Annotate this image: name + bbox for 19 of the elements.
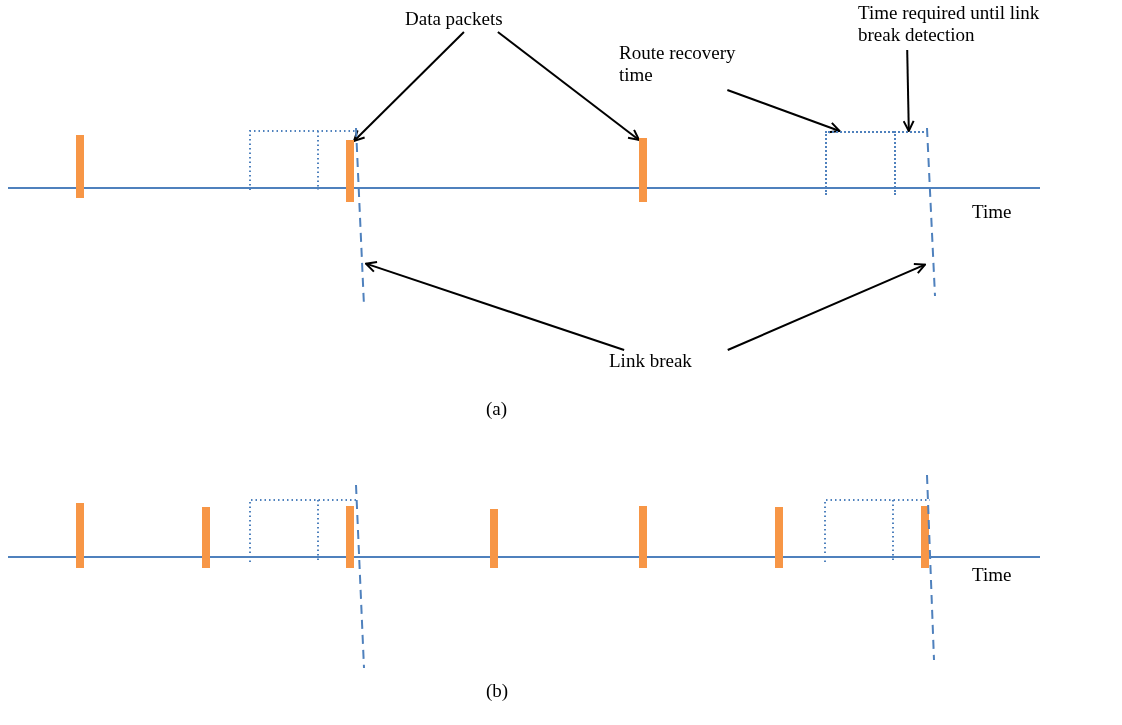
arrow xyxy=(902,49,915,132)
callout-text: Data packets xyxy=(405,8,515,30)
arrow xyxy=(726,89,841,134)
dotted-interval-marker xyxy=(894,131,924,195)
callout-text: Link break xyxy=(609,350,729,372)
axis-label: Time xyxy=(972,564,1012,587)
arrow xyxy=(496,31,640,141)
link-break-dashed-line xyxy=(925,128,937,296)
dotted-interval-marker xyxy=(825,131,894,195)
callout-text: Time required until link break detection xyxy=(858,2,1084,46)
panel-label: (b) xyxy=(486,680,509,703)
callout-text: Route recovery time xyxy=(619,42,759,86)
data-packet-bar xyxy=(346,140,354,202)
panel-label: (a) xyxy=(486,398,508,421)
arrow xyxy=(353,31,465,142)
arrow xyxy=(365,261,626,351)
axis-label: Time xyxy=(972,201,1012,224)
data-packet-bar xyxy=(639,138,647,202)
arrow xyxy=(726,263,926,351)
